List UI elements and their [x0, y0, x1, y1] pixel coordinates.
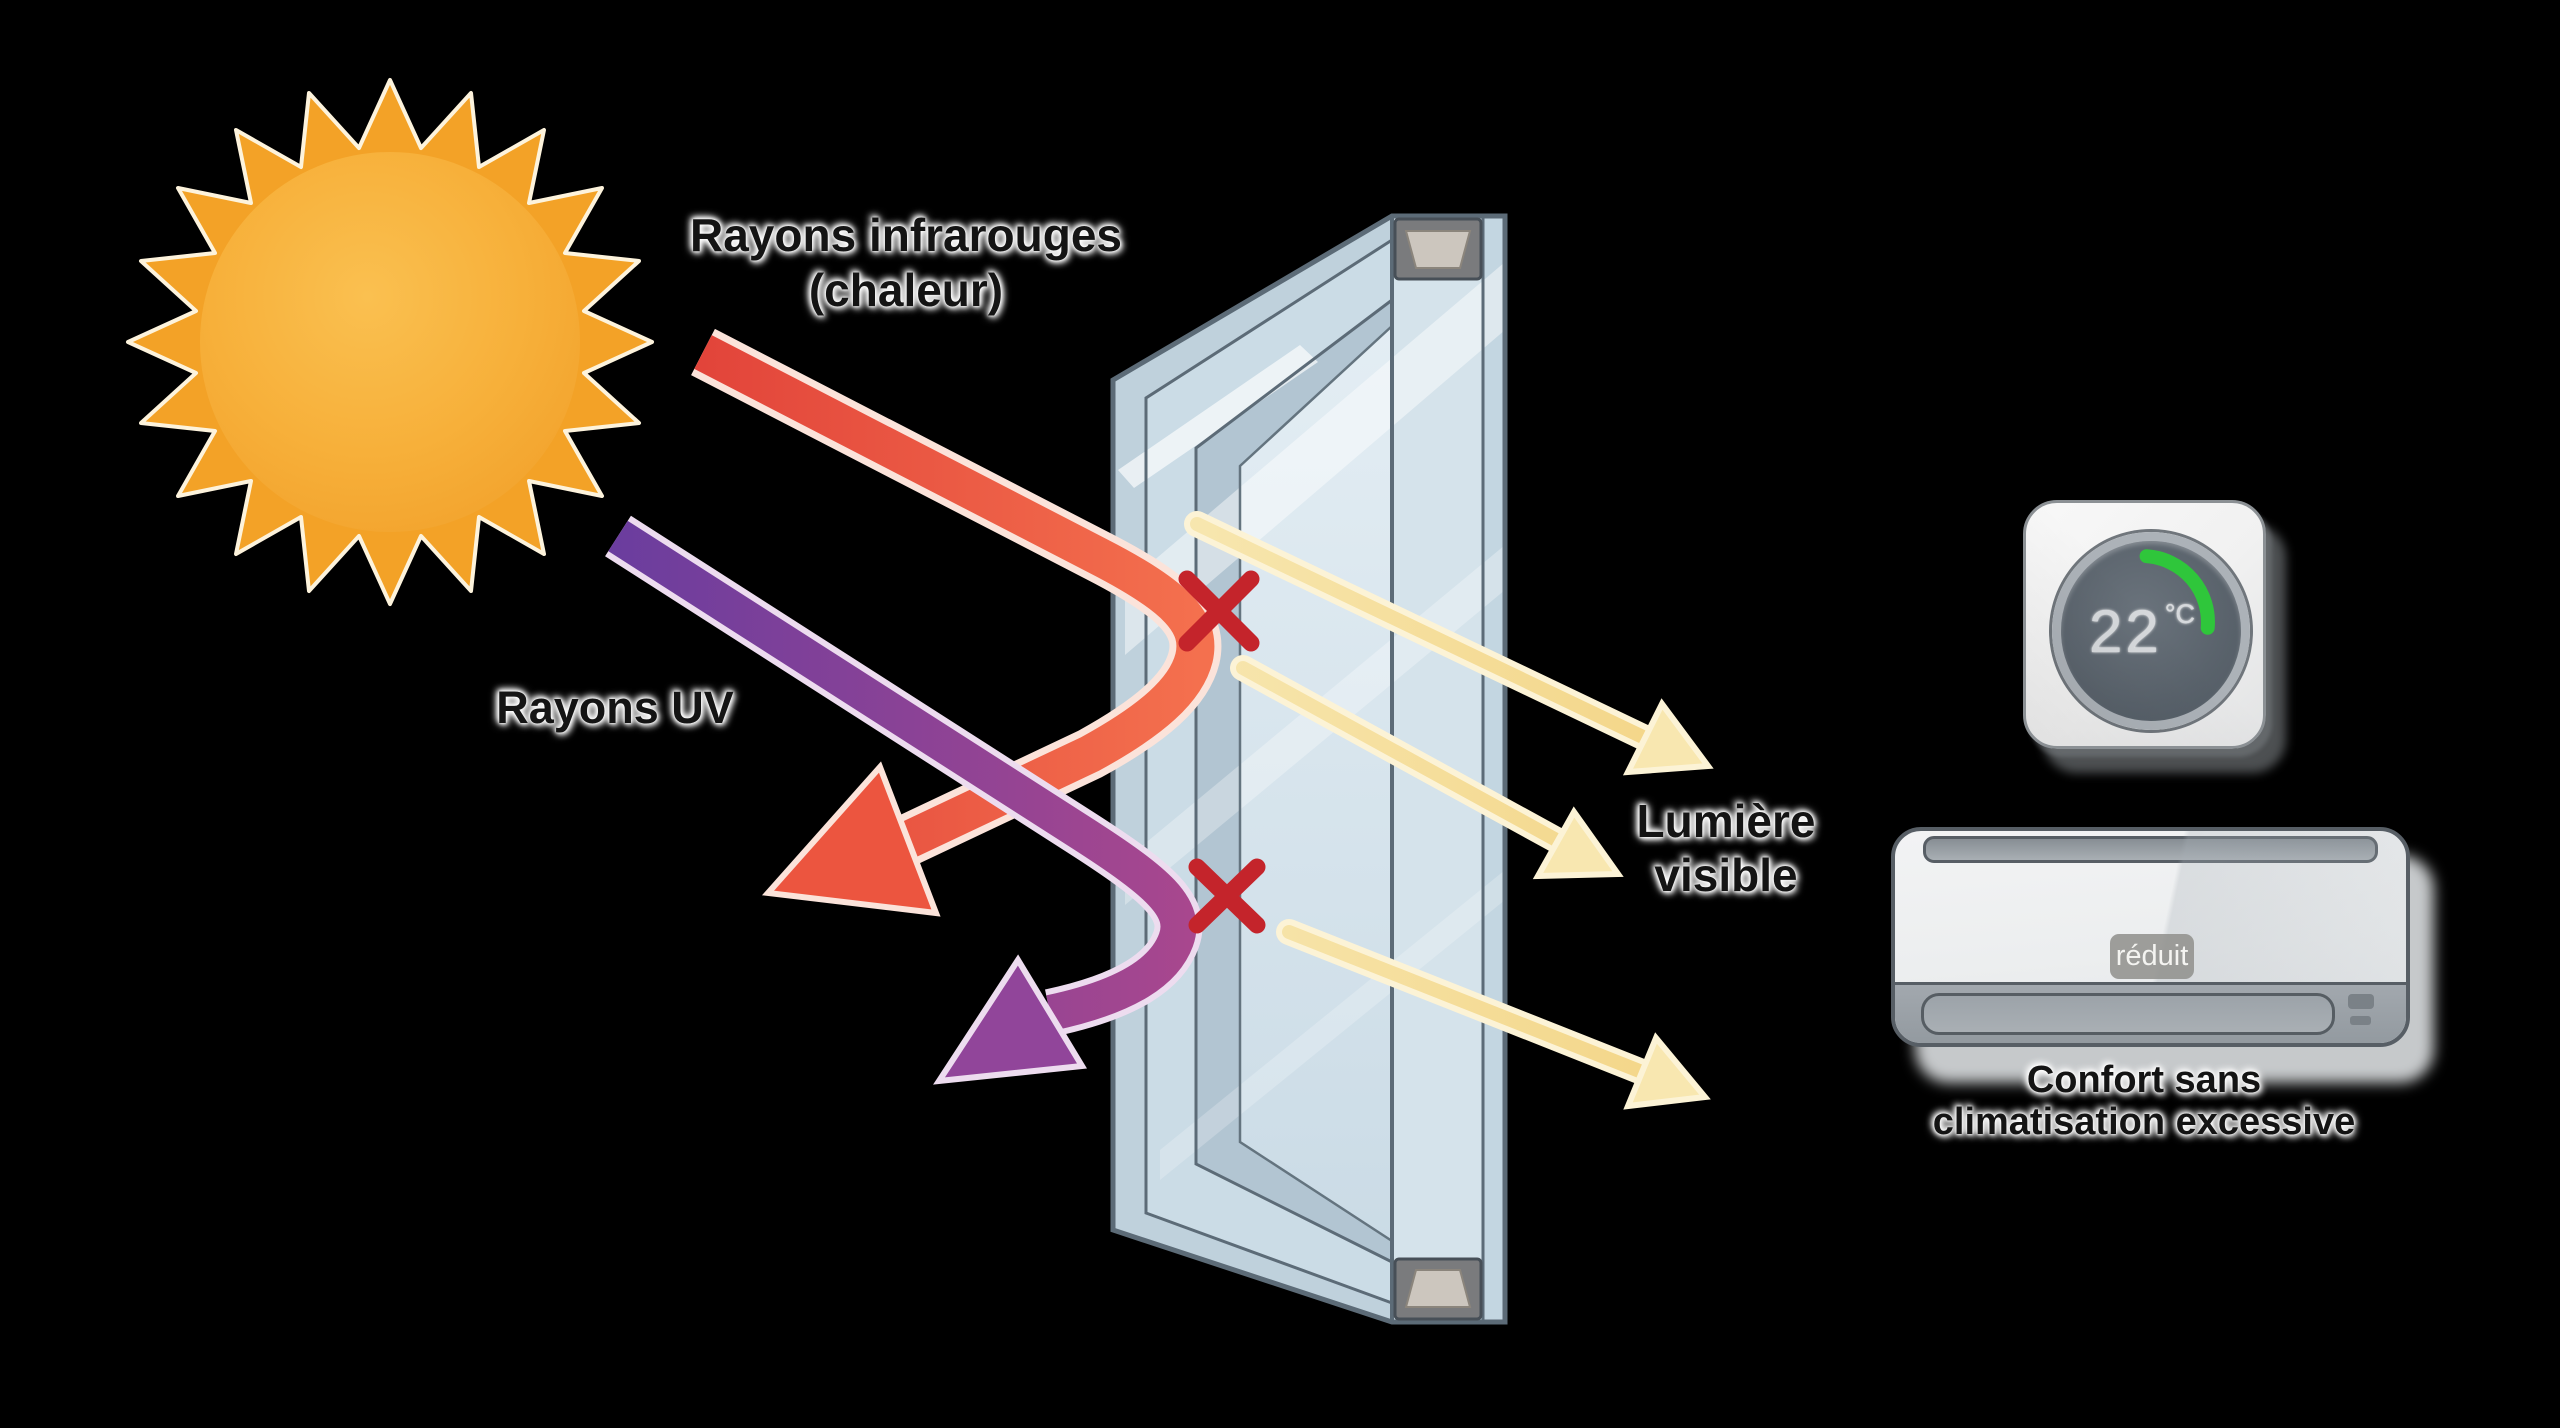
visible-ray-arrowhead-2 [1532, 806, 1624, 880]
spacer-top [1393, 217, 1483, 281]
ac-badge-label: réduit [2115, 940, 2189, 972]
label-uv: Rayons UV [496, 682, 734, 733]
thermostat-value: 22 [2088, 597, 2162, 665]
visible-ray-arrowhead-3 [1623, 1032, 1711, 1110]
label-visible-light: Lumière visible [1637, 794, 1816, 902]
thermostat-dial: 22 °C [2052, 532, 2250, 730]
ac-top-vent [1923, 836, 2378, 863]
pane-line-c [1194, 298, 1393, 1264]
pane-line-b [1144, 238, 1393, 1305]
label-comfort-line2: climatisation excessive [1932, 1101, 2356, 1143]
infrared-arrow [691, 328, 1222, 917]
thermostat-icon: 22 °C [2023, 500, 2266, 749]
uv-arrowhead [933, 954, 1088, 1085]
ac-indicator-1 [2348, 994, 2374, 1009]
ac-indicator-2 [2350, 1016, 2371, 1025]
label-visible-line2: visible [1654, 849, 1798, 901]
thermostat-arc [2139, 549, 2215, 635]
red-x-icon [1178, 570, 1266, 934]
ac-body: réduit [1891, 827, 2410, 1047]
ac-unit-icon: réduit [1891, 827, 2434, 1083]
ac-bottom-band [1895, 982, 2406, 1043]
thermostat-unit: °C [2164, 598, 2196, 629]
label-infrared: Rayons infrarouges (chaleur) [690, 208, 1122, 318]
visible-light-rays [1184, 511, 1714, 1110]
window-outline [1110, 213, 1508, 1325]
label-infrared-line1: Rayons infrarouges [690, 209, 1122, 261]
label-infrared-line2: (chaleur) [808, 264, 1004, 316]
label-comfort-line1: Confort sans [2026, 1059, 2262, 1101]
sun-icon [126, 78, 654, 606]
label-comfort: Confort sans climatisation excessive [1933, 1059, 2355, 1143]
sun-core [200, 152, 580, 532]
infrared-arrowhead [761, 761, 941, 917]
label-visible-line1: Lumière [1636, 795, 1816, 847]
thermostat-reading: 22 °C [2052, 541, 2232, 721]
front-pane-outer-layer [1483, 216, 1505, 1322]
pane-line-d [1238, 325, 1393, 1243]
ac-reduced-badge: réduit [2110, 934, 2194, 979]
ac-air-outlet [1921, 993, 2335, 1035]
spacer-bottom [1393, 1257, 1483, 1321]
visible-ray-arrowhead-1 [1622, 698, 1714, 776]
uv-arrow [605, 515, 1203, 1085]
